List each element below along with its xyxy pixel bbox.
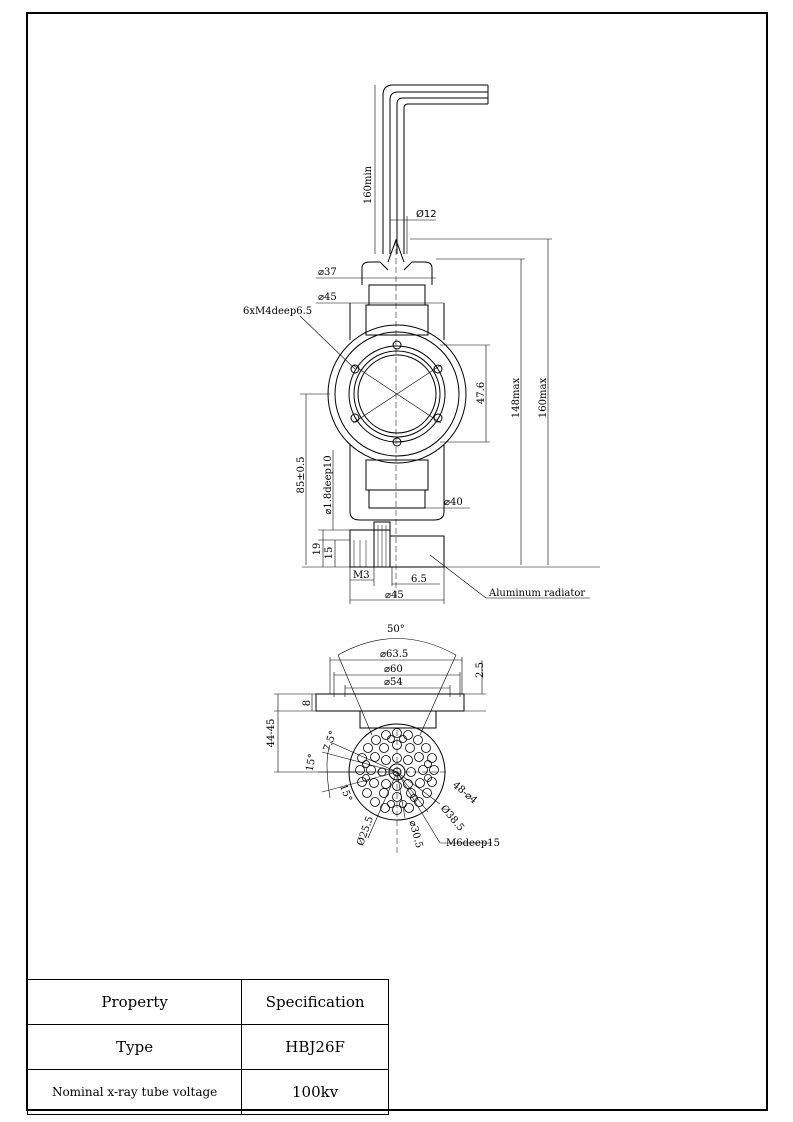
dia-40-dim: ⌀40 [444, 497, 463, 508]
angle-50: 50° [387, 624, 405, 635]
bottom-view [274, 638, 492, 855]
dia-38-5-dim: Ø38.5 [438, 803, 466, 833]
radiator-label: Aluminum radiator [488, 588, 585, 599]
dim-19: 19 [312, 543, 323, 556]
drawing-border [26, 12, 768, 1111]
spec-table-header: Property Specification [26, 979, 389, 1025]
row-voltage-value: 100kv [241, 1069, 389, 1115]
dia-54-dim: ⌀54 [384, 677, 403, 688]
front-view [299, 84, 600, 604]
dia-60-dim: ⌀60 [384, 664, 403, 675]
row-voltage-property: Nominal x-ray tube voltage [26, 1069, 243, 1115]
lead-wires [382, 84, 489, 254]
dia-25-5-dim: Ø25.5 [355, 815, 376, 847]
row-type-value: HBJ26F [241, 1024, 389, 1070]
small-hole-ring [355, 728, 439, 815]
dia-37-dim: ⌀37 [318, 267, 337, 278]
thread-m3: M3 [353, 570, 370, 581]
dim-85: 85±0.5 [296, 456, 307, 493]
table-row: Nominal x-ray tube voltage 100kv [26, 1069, 389, 1115]
dim-6-5: 6.5 [411, 574, 427, 585]
dia-45-bottom-dim: ⌀45 [385, 590, 404, 601]
header-specification: Specification [241, 979, 389, 1025]
angle-7-5: 7.5° [322, 729, 339, 752]
angle-15-a: 15° [305, 753, 319, 772]
row-type-property: Type [26, 1024, 243, 1070]
pin-hole-dim: ⌀1.8deep10 [323, 455, 334, 514]
dim-148-max: 148max [511, 378, 522, 419]
dim-15: 15 [324, 547, 335, 560]
dia-12-dim: Ø12 [416, 208, 437, 220]
mount-holes-dim: 6xM4deep6.5 [243, 306, 312, 317]
dim-47-6: 47.6 [476, 382, 487, 404]
lead-length-dim: 160min [363, 165, 374, 204]
dim-8: 8 [302, 700, 313, 706]
dia-45-top-dim: ⌀45 [318, 292, 337, 303]
holes-48: 48-⌀4 [450, 780, 479, 807]
spec-table: Property Specification Type HBJ26F Nomin… [26, 979, 389, 1115]
dia-63-5-dim: ⌀63.5 [380, 649, 408, 660]
table-row: Type HBJ26F [26, 1024, 389, 1070]
dim-2-5: 2.5 [475, 662, 486, 678]
dia-30-5-dim: ⌀30.5 [406, 819, 424, 849]
dim-160-max: 160max [538, 378, 549, 419]
dim-44-45: 44-45 [266, 719, 277, 748]
header-property: Property [26, 979, 243, 1025]
thread-m6: M6deep15 [446, 838, 500, 849]
